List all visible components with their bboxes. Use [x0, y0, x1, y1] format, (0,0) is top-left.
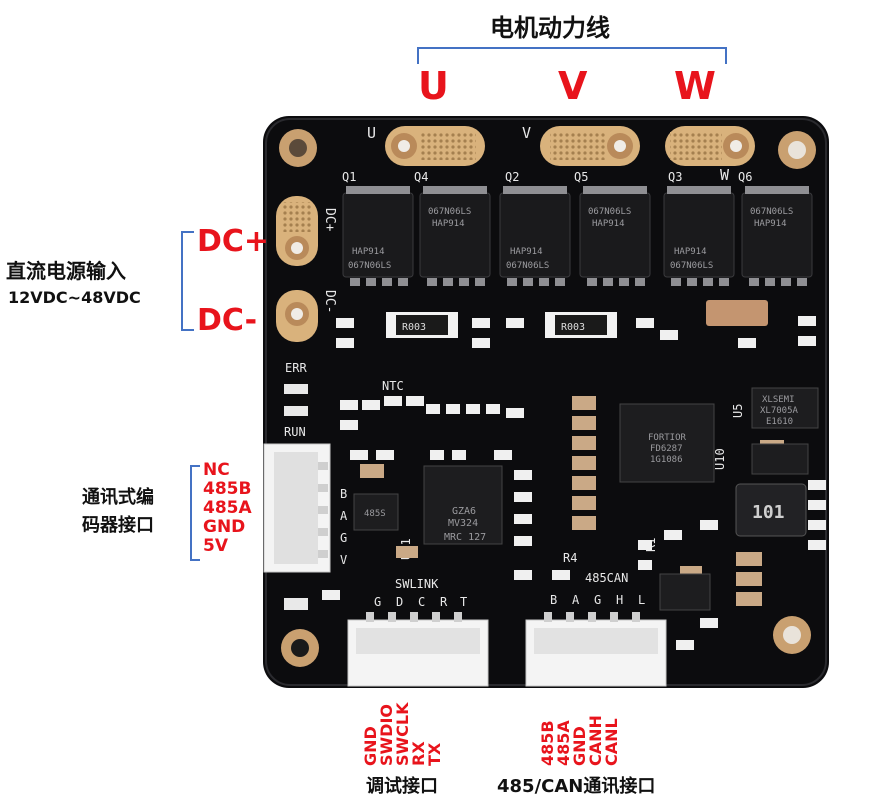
- silk-q2: Q2: [505, 170, 519, 184]
- motor-bracket: [417, 47, 727, 64]
- svg-text:G: G: [594, 593, 601, 607]
- debug-interface-title: 调试接口: [366, 776, 438, 797]
- silk-q4: Q4: [414, 170, 428, 184]
- can-pin: CANL: [602, 718, 621, 766]
- dc-minus-label: DC-: [197, 303, 258, 338]
- svg-text:067N06LS: 067N06LS: [670, 261, 713, 271]
- svg-text:R: R: [440, 595, 448, 609]
- mosfets: 067N06LS HAP914 067N06LS HAP914 067N06LS HA…: [342, 186, 813, 286]
- phase-u-label: U: [418, 64, 449, 108]
- dc-input-title: 直流电源输入: [6, 259, 126, 283]
- svg-text:MRC 127: MRC 127: [444, 532, 486, 543]
- svg-text:FORTIOR: FORTIOR: [648, 433, 687, 443]
- silk-485can: 485CAN: [585, 571, 628, 585]
- silk-enc-g: G: [340, 531, 347, 545]
- encoder-pin: GND: [203, 517, 246, 537]
- silk-q3: Q3: [668, 170, 682, 184]
- svg-text:A: A: [572, 593, 580, 607]
- svg-text:R003: R003: [402, 322, 426, 333]
- svg-text:485S: 485S: [364, 509, 386, 519]
- silk-dc-minus: DC-: [322, 290, 337, 313]
- passive-components: [322, 316, 826, 650]
- phase-w-label: W: [674, 64, 716, 108]
- encoder-connector: [263, 443, 331, 573]
- silk-v: V: [522, 124, 531, 142]
- svg-text:HAP914: HAP914: [432, 219, 465, 229]
- svg-text:L: L: [638, 593, 645, 607]
- phase-pads: [385, 126, 755, 166]
- debug-pin: TX: [425, 742, 444, 766]
- dc-pads: [276, 196, 318, 342]
- svg-text:067N06LS: 067N06LS: [750, 207, 793, 217]
- silk-q5: Q5: [574, 170, 588, 184]
- svg-text:HAP914: HAP914: [754, 219, 787, 229]
- svg-text:MV324: MV324: [448, 518, 478, 529]
- svg-text:HAP914: HAP914: [592, 219, 625, 229]
- leds: [284, 384, 308, 610]
- svg-text:R003: R003: [561, 322, 585, 333]
- silk-w: W: [720, 166, 730, 184]
- svg-text:H: H: [616, 593, 623, 607]
- silk-run: RUN: [284, 425, 306, 439]
- encoder-pin: 485B: [203, 479, 252, 499]
- encoder-interface-title: 通讯式编 码器接口: [82, 484, 154, 540]
- silk-q6: Q6: [738, 170, 752, 184]
- dc-voltage-range: 12VDC~48VDC: [8, 288, 141, 307]
- phase-v-label: V: [558, 64, 588, 108]
- encoder-bracket: [190, 465, 200, 561]
- encoder-pin: NC: [203, 460, 230, 480]
- svg-text:1G1086: 1G1086: [650, 455, 683, 465]
- motor-power-line-title: 电机动力线: [490, 14, 610, 42]
- silk-ntc: NTC: [382, 379, 404, 393]
- debug-pin-list: GND SWDIO SWCLK RX TX: [361, 678, 444, 766]
- silk-enc-v: V: [340, 553, 347, 567]
- svg-text:HAP914: HAP914: [510, 247, 543, 257]
- svg-text:E1610: E1610: [766, 417, 793, 427]
- can-pin-list: 485B 485A GND CANH CANL: [538, 678, 621, 766]
- svg-text:067N06LS: 067N06LS: [428, 207, 471, 217]
- dc-plus-label: DC+: [197, 224, 270, 259]
- silk-enc-a: A: [340, 509, 348, 523]
- silk-r4: R4: [563, 551, 577, 565]
- silk-u5: U5: [731, 404, 745, 418]
- silk-u: U: [367, 124, 376, 142]
- svg-text:C: C: [418, 595, 425, 609]
- svg-text:XL7005A: XL7005A: [760, 406, 799, 416]
- encoder-title-line1: 通讯式编: [82, 487, 154, 508]
- svg-text:T: T: [460, 595, 467, 609]
- svg-text:101: 101: [752, 502, 785, 523]
- can-connector: [525, 612, 667, 687]
- silk-err: ERR: [285, 361, 307, 375]
- encoder-title-line2: 码器接口: [82, 515, 154, 536]
- ic-chips: GZA6 MV324 MRC 127 FORTIOR FD6287 1G1086…: [353, 387, 819, 611]
- svg-text:GZA6: GZA6: [452, 506, 476, 517]
- encoder-pin: 485A: [203, 498, 252, 518]
- silk-dc-plus: DC+: [322, 208, 337, 232]
- svg-text:067N06LS: 067N06LS: [506, 261, 549, 271]
- silk-enc-b: B: [340, 487, 347, 501]
- mounting-holes: [279, 129, 816, 667]
- svg-text:HAP914: HAP914: [352, 247, 385, 257]
- svg-text:FD6287: FD6287: [650, 444, 683, 454]
- svg-text:HAP914: HAP914: [674, 247, 707, 257]
- dc-bracket: [181, 231, 194, 331]
- silk-q1: Q1: [342, 170, 356, 184]
- svg-text:067N06LS: 067N06LS: [588, 207, 631, 217]
- svg-text:B: B: [550, 593, 557, 607]
- svg-text:G: G: [374, 595, 381, 609]
- can-interface-title: 485/CAN通讯接口: [497, 776, 656, 797]
- silk-u10: U10: [713, 448, 727, 470]
- shunt-resistors: R003 R003: [386, 300, 768, 338]
- svg-text:D: D: [396, 595, 403, 609]
- silk-swlink: SWLINK: [395, 577, 439, 591]
- svg-text:067N06LS: 067N06LS: [348, 261, 391, 271]
- debug-connector: [347, 612, 489, 687]
- encoder-pin-list: NC 485B 485A GND 5V: [203, 461, 252, 556]
- svg-text:XLSEMI: XLSEMI: [762, 395, 795, 405]
- encoder-pin: 5V: [203, 536, 228, 556]
